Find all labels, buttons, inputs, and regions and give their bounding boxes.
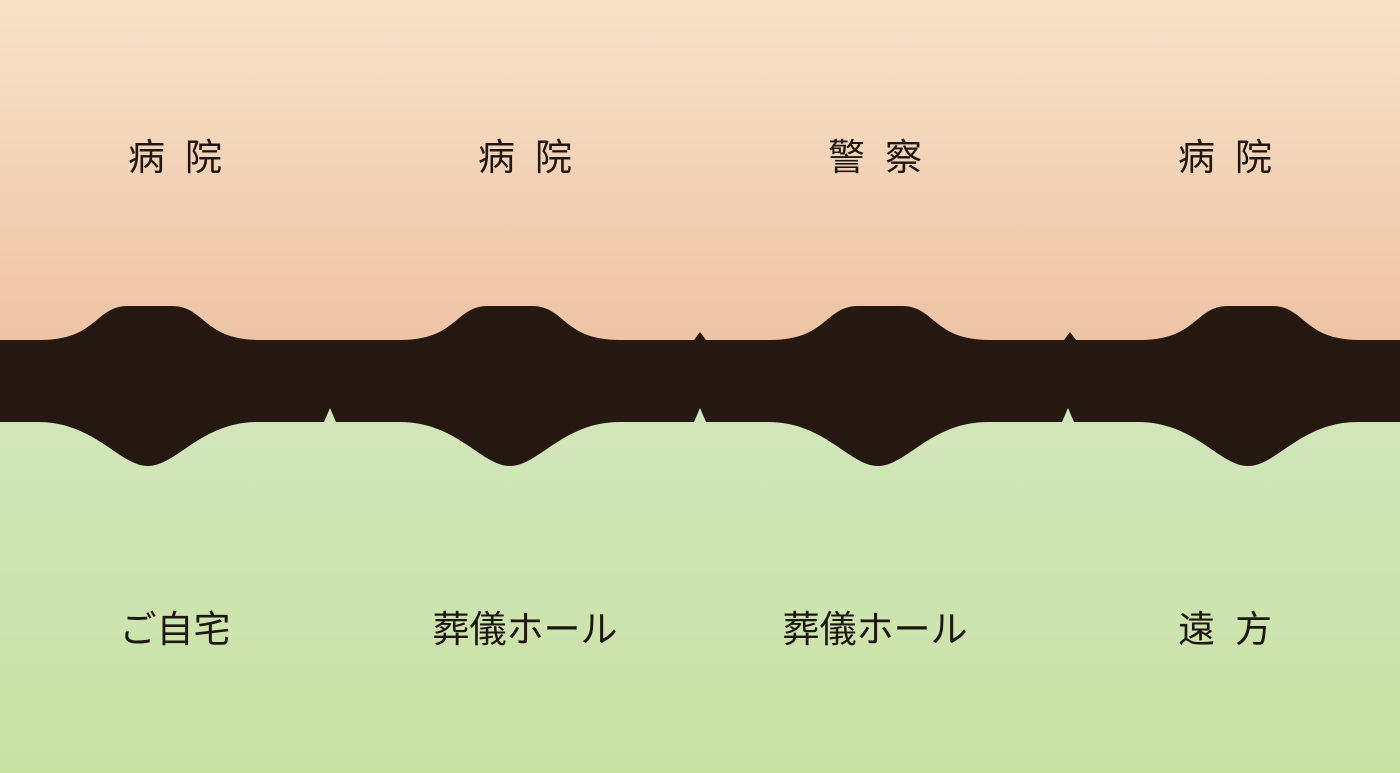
bottom-label-2: 葬儀ホール [432, 607, 618, 651]
bottom-label-cell-1: ご自宅 [0, 598, 350, 660]
top-label-cell-2: 病院 [350, 126, 700, 188]
top-label-cell-3: 警察 [700, 126, 1050, 188]
bottom-label-4: 遠方 [1178, 607, 1292, 651]
bottom-label-cell-3: 葬儀ホール [700, 598, 1050, 660]
bottom-label-cell-4: 遠方 [1050, 598, 1400, 660]
top-label-cell-4: 病院 [1050, 126, 1400, 188]
wave-shape [0, 306, 1400, 466]
bottom-label-3: 葬儀ホール [782, 607, 968, 651]
top-label-2: 病院 [478, 135, 592, 179]
bottom-label-1: ご自宅 [119, 607, 231, 651]
sky-background-band [0, 0, 1400, 346]
bottom-label-cell-2: 葬儀ホール [350, 598, 700, 660]
bottom-label-row: ご自宅 葬儀ホール 葬儀ホール 遠方 [0, 598, 1400, 660]
top-label-1: 病院 [128, 135, 242, 179]
top-label-4: 病院 [1178, 135, 1292, 179]
top-label-row: 病院 病院 警察 病院 [0, 126, 1400, 188]
top-label-3: 警察 [828, 135, 942, 179]
top-label-cell-1: 病院 [0, 126, 350, 188]
